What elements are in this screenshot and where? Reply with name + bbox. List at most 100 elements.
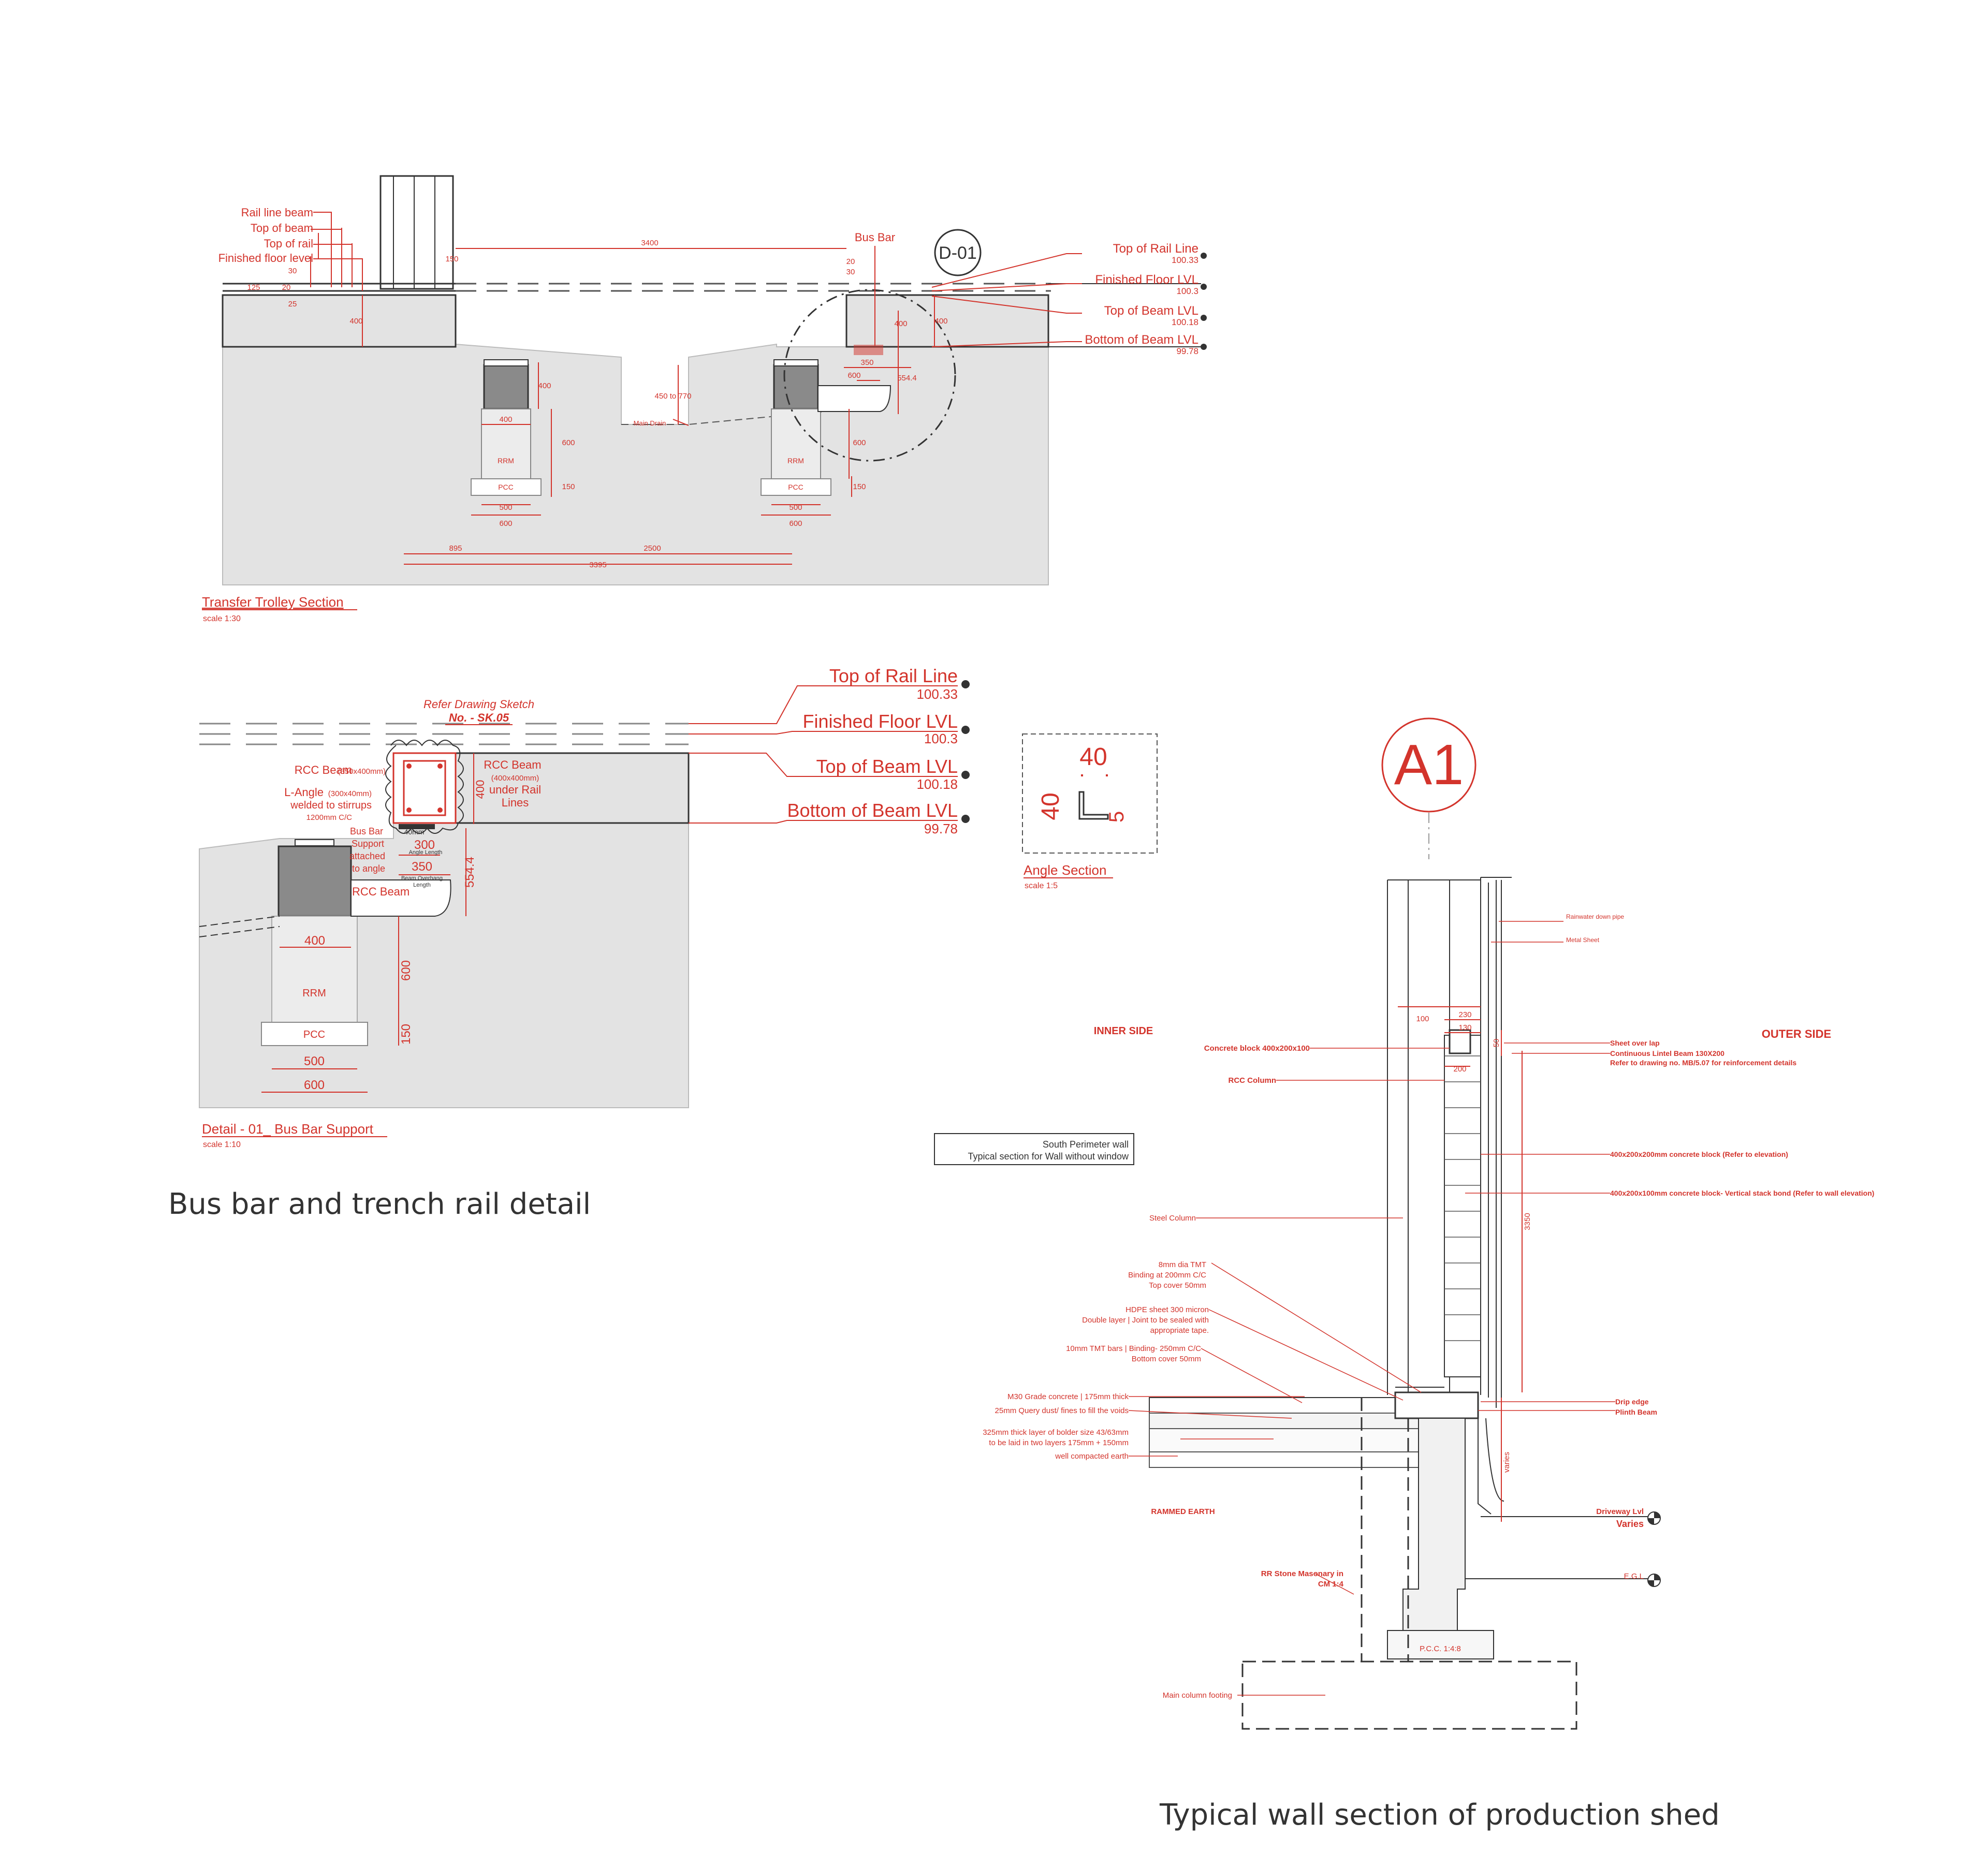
bb-overhang-1: Beam Overhang: [401, 875, 443, 881]
note-rr-stone-2: CM 1:4: [1318, 1580, 1344, 1589]
bb-level-ffl-value: 100.3: [924, 731, 958, 746]
level-marker-icon: [961, 815, 970, 823]
transfer-trolley-section: D-01: [202, 175, 1207, 623]
trolley-scale: scale 1:30: [203, 614, 241, 623]
bb-level-bob-value: 99.78: [924, 821, 958, 836]
dim-w600b: 600: [789, 519, 802, 528]
note-block-100: 400x200x100mm concrete block- Vertical s…: [1610, 1189, 1874, 1197]
bb-overhang-2: Length: [413, 882, 431, 888]
dim-30: 30: [288, 267, 297, 275]
angle-scale: scale 1:5: [1025, 881, 1058, 890]
bb-dim-400w: 400: [304, 934, 325, 948]
bb-level-rail-value: 100.33: [916, 686, 958, 702]
label-top-of-rail: Top of rail: [264, 237, 313, 250]
note-steel-column: Steel Column: [1149, 1214, 1196, 1223]
label-rail-line-beam: Rail line beam: [241, 206, 313, 219]
dim-bb600b: 600: [853, 438, 866, 447]
busbar-pedestal-rcc: [277, 845, 352, 917]
pcc-label: P.C.C. 1:4:8: [1420, 1644, 1461, 1653]
busbar-support-2: Support: [352, 839, 384, 849]
bb-level-bob-name: Bottom of Beam LVL: [787, 800, 958, 821]
label-finished-floor-level: Finished floor level: [218, 252, 313, 265]
busbar-detail: Top of Rail Line 100.33 Finished Floor L…: [199, 665, 970, 1149]
dim-bb554: 554.4: [897, 374, 917, 383]
rcc-beam-350x400: [392, 752, 457, 824]
rcc-beam-label: RCC Beam: [295, 763, 352, 776]
caption-right: Typical wall section of production shed: [1159, 1798, 1720, 1832]
wall-dim-100: 100: [1416, 1015, 1429, 1023]
bus-bar: [854, 345, 883, 355]
note-rainwater-pipe: Rainwater down pipe: [1566, 913, 1624, 920]
wall-section: A1: [934, 717, 1874, 1730]
l-angle: [399, 824, 435, 829]
bb-dim-400: 400: [474, 780, 487, 799]
dim-2500: 2500: [644, 544, 661, 553]
busbar-title: Detail - 01_ Bus Bar Support: [202, 1121, 374, 1137]
l-angle-2: (300x40mm): [328, 789, 372, 798]
note-main-footing: Main column footing: [1163, 1691, 1232, 1700]
note-rammed-earth: RAMMED EARTH: [1151, 1507, 1215, 1516]
left-column: [379, 175, 454, 290]
dim-3395: 3395: [589, 561, 606, 569]
bb-level-tob-value: 100.18: [916, 776, 958, 792]
bb-level-rail-name: Top of Rail Line: [829, 665, 958, 686]
note-block-200: 400x200x200mm concrete block (Refer to e…: [1610, 1150, 1788, 1158]
label-top-of-beam: Top of beam: [251, 222, 313, 234]
level-marker-icon: [961, 726, 970, 734]
rcc-under-3: under Rail: [489, 783, 541, 796]
refer-note-1: Refer Drawing Sketch: [423, 698, 534, 711]
driveway-level: Driveway Lvl: [1596, 1507, 1644, 1516]
note-sheet-overlap: Sheet over lap: [1610, 1039, 1660, 1047]
note-hdpe-1: HDPE sheet 300 micron: [1125, 1305, 1209, 1314]
right-pedestal-pcc: [761, 478, 831, 496]
bb-level-tob-name: Top of Beam LVL: [816, 756, 958, 777]
angle-dim-5: 5: [1105, 811, 1128, 822]
angle-dim-40-side: 40: [1037, 792, 1064, 820]
bb-dim-300: 300: [414, 838, 435, 852]
level-bob-name: Bottom of Beam LVL: [1085, 333, 1198, 347]
wall-dim-130: 130: [1458, 1023, 1471, 1032]
level-ffl-name: Finished Floor LVL: [1095, 273, 1198, 287]
plinth-beam: [1394, 1391, 1479, 1419]
bb-dim-600w: 600: [304, 1078, 325, 1092]
note-tmt-3: Top cover 50mm: [1149, 1281, 1206, 1290]
refer-note-2: No. - SK.05: [449, 711, 509, 724]
note-concrete-block: Concrete block 400x200x100: [1204, 1044, 1310, 1053]
l-angle-3: welded to stirrups: [290, 800, 372, 811]
info-box-line-2: Typical section for Wall without window: [968, 1151, 1129, 1162]
detail-tag-d01: D-01: [939, 243, 977, 263]
right-pedestal-rcc: [773, 364, 819, 410]
pcc-bed: [1387, 1630, 1494, 1659]
bb-dim-500: 500: [304, 1054, 325, 1068]
block-rrm-left: RRM: [498, 457, 514, 465]
dim-w400: 400: [499, 415, 512, 424]
bb-dim-40mm: 40mm: [404, 828, 425, 836]
caption-left: Bus bar and trench rail detail: [168, 1187, 591, 1221]
boulder-layer: [1149, 1428, 1419, 1452]
busbar-support-4: to angle: [352, 863, 385, 874]
dim-bb30: 30: [846, 268, 855, 276]
level-marker-icon: [961, 680, 970, 688]
dim-125: 125: [247, 283, 260, 292]
note-drip-edge: Drip edge: [1615, 1398, 1649, 1406]
level-bob-value: 99.78: [1176, 346, 1198, 356]
section-tag-a1: A1: [1394, 733, 1464, 797]
note-lintel-2: Refer to drawing no. MB/5.07 for reinfor…: [1610, 1059, 1796, 1067]
note-earth: well compacted earth: [1055, 1452, 1129, 1461]
trolley-left-labels: Rail line beam Top of beam Top of rail F…: [218, 206, 313, 265]
bb-dim-150: 150: [399, 1024, 413, 1045]
level-marker-icon: [1201, 315, 1207, 321]
bb-dim-554: 554.4: [463, 857, 477, 888]
dim-600: 600: [562, 438, 575, 447]
dim-150: 150: [562, 482, 575, 491]
dim-bb350: 350: [860, 358, 873, 367]
note-10mm-2: Bottom cover 50mm: [1132, 1355, 1201, 1363]
info-box-line-1: South Perimeter wall: [1043, 1139, 1129, 1150]
earth-layer: [1149, 1451, 1419, 1468]
wall-dim-varies: varies: [1502, 1452, 1511, 1473]
egl-level: E.G.L: [1624, 1572, 1644, 1581]
note-hdpe-2: Double layer | Joint to be sealed with: [1082, 1316, 1209, 1325]
note-10mm-1: 10mm TMT bars | Binding- 250mm C/C: [1066, 1344, 1201, 1353]
l-angle-1: L-Angle: [284, 786, 324, 799]
